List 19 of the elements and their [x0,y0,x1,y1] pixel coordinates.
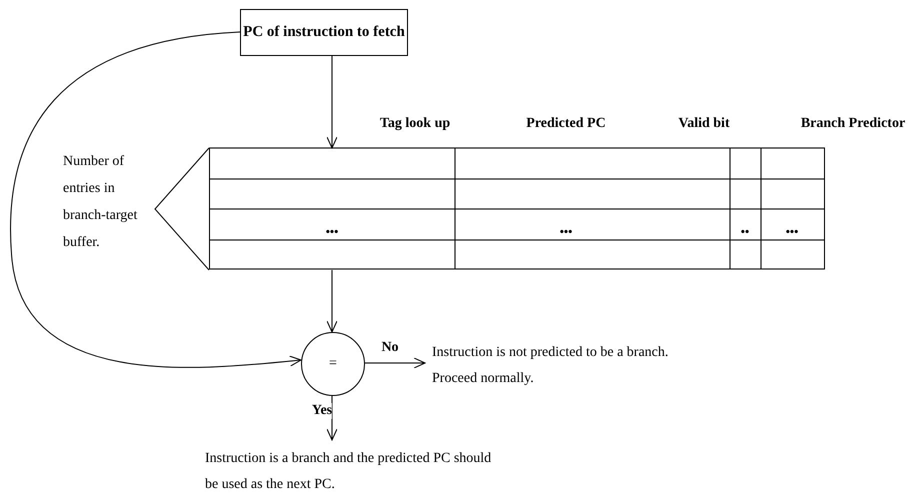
arrow [326,396,338,440]
ellipsis: •• [740,224,750,240]
arrow [326,56,338,148]
ellipsis: ••• [786,224,798,240]
column-header: Tag look up [380,116,450,132]
arrow [10,32,302,368]
arrow [364,358,426,368]
edge-label: Yes [312,403,332,419]
arrow [326,270,338,332]
column-header: Branch Predictor [800,116,906,132]
equals-sign: = [329,356,337,372]
column-header: Predicted PC [526,116,606,132]
column-header: Valid bit [678,116,730,132]
ellipsis: ••• [560,224,572,240]
outcome-text: Instruction is not predicted to be a branch. Proceed normally. [432,340,672,392]
process-box: PC of instruction to fetch [240,9,408,56]
outcome-text: Instruction is a branch and the predicted PC should be used as the next PC. [205,446,505,496]
ellipsis: ••• [326,224,338,240]
note-text: Number of entries in branch-target buffer. [63,153,138,252]
